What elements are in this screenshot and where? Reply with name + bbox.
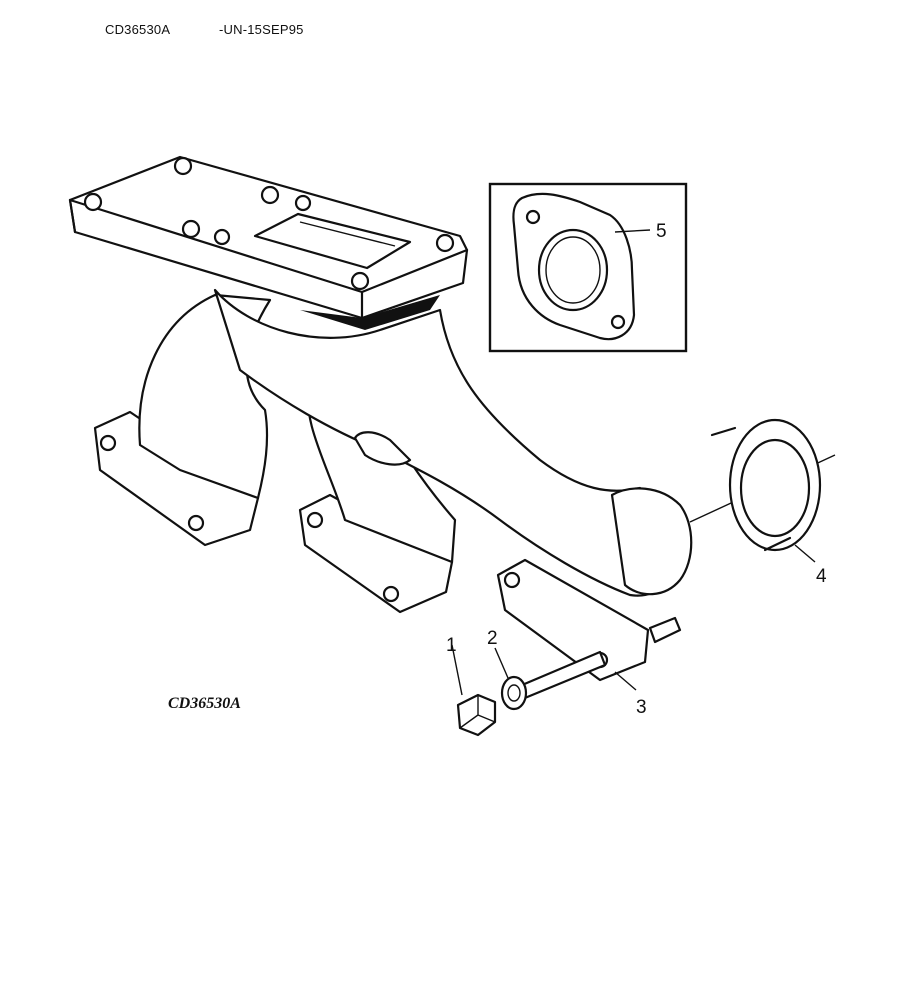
exhaust-manifold: [68, 155, 693, 682]
gasket-bore-inner: [545, 236, 601, 304]
plate-hole-5: [181, 219, 201, 239]
ring-tab-top: [710, 426, 737, 437]
screw-head: [456, 693, 497, 737]
right-flange-hole-1: [503, 571, 521, 589]
gasket-hole-1: [525, 209, 541, 225]
middle-flange-hole-1: [306, 511, 324, 529]
sealing-ring-inner: [739, 438, 811, 538]
callout-2-leader: [494, 647, 509, 679]
stud: [648, 616, 682, 644]
callout-3-leader: [614, 671, 637, 691]
callout-3: 3: [636, 697, 647, 718]
plate-hole-8: [350, 271, 370, 291]
plate-port-inner: [299, 221, 396, 247]
callout-1-leader: [451, 644, 463, 696]
plate-hole-1: [83, 192, 103, 212]
callout-2: 2: [487, 628, 498, 649]
callout-4-leader: [794, 544, 816, 563]
plate-shadow: [300, 295, 440, 330]
left-port-flange: [93, 410, 260, 547]
middle-flange-hole-2: [382, 585, 400, 603]
middle-port-flange: [298, 493, 454, 614]
callout-5-leader: [614, 229, 651, 233]
outlet-boss: [610, 487, 693, 596]
plate-hole-3: [260, 185, 280, 205]
screw-head-facets: [459, 695, 496, 729]
callout-1: 1: [446, 635, 457, 656]
plate-port: [253, 212, 412, 270]
washer: [500, 675, 528, 711]
plate-edge-left: [68, 198, 77, 234]
gasket-inset: [488, 182, 688, 353]
header-figure-code: CD36530A: [105, 22, 171, 37]
left-flange-hole-1: [99, 434, 117, 452]
log-slot: [353, 431, 412, 466]
ring-tab-bottom: [763, 536, 792, 552]
screw-shank: [513, 650, 607, 702]
left-flange-hole-2: [187, 514, 205, 532]
cap-screw-assembly: [451, 644, 637, 737]
figure-id-label: CD36530A: [168, 695, 241, 712]
callout-4: 4: [816, 566, 827, 587]
plate-edge-top: [68, 198, 364, 294]
washer-hole: [507, 684, 521, 702]
sealing-ring: [689, 418, 836, 563]
gasket-bore: [537, 228, 609, 312]
callout-5: 5: [656, 221, 667, 242]
plate-hole-4: [294, 194, 312, 212]
plate-hole-6: [213, 228, 231, 246]
plate-hole-7: [435, 233, 455, 253]
gasket-hole-2: [610, 314, 626, 330]
plate-hole-2: [173, 156, 193, 176]
header-date-stamp: -UN-15SEP95: [219, 22, 304, 37]
right-port-flange: [496, 558, 650, 682]
